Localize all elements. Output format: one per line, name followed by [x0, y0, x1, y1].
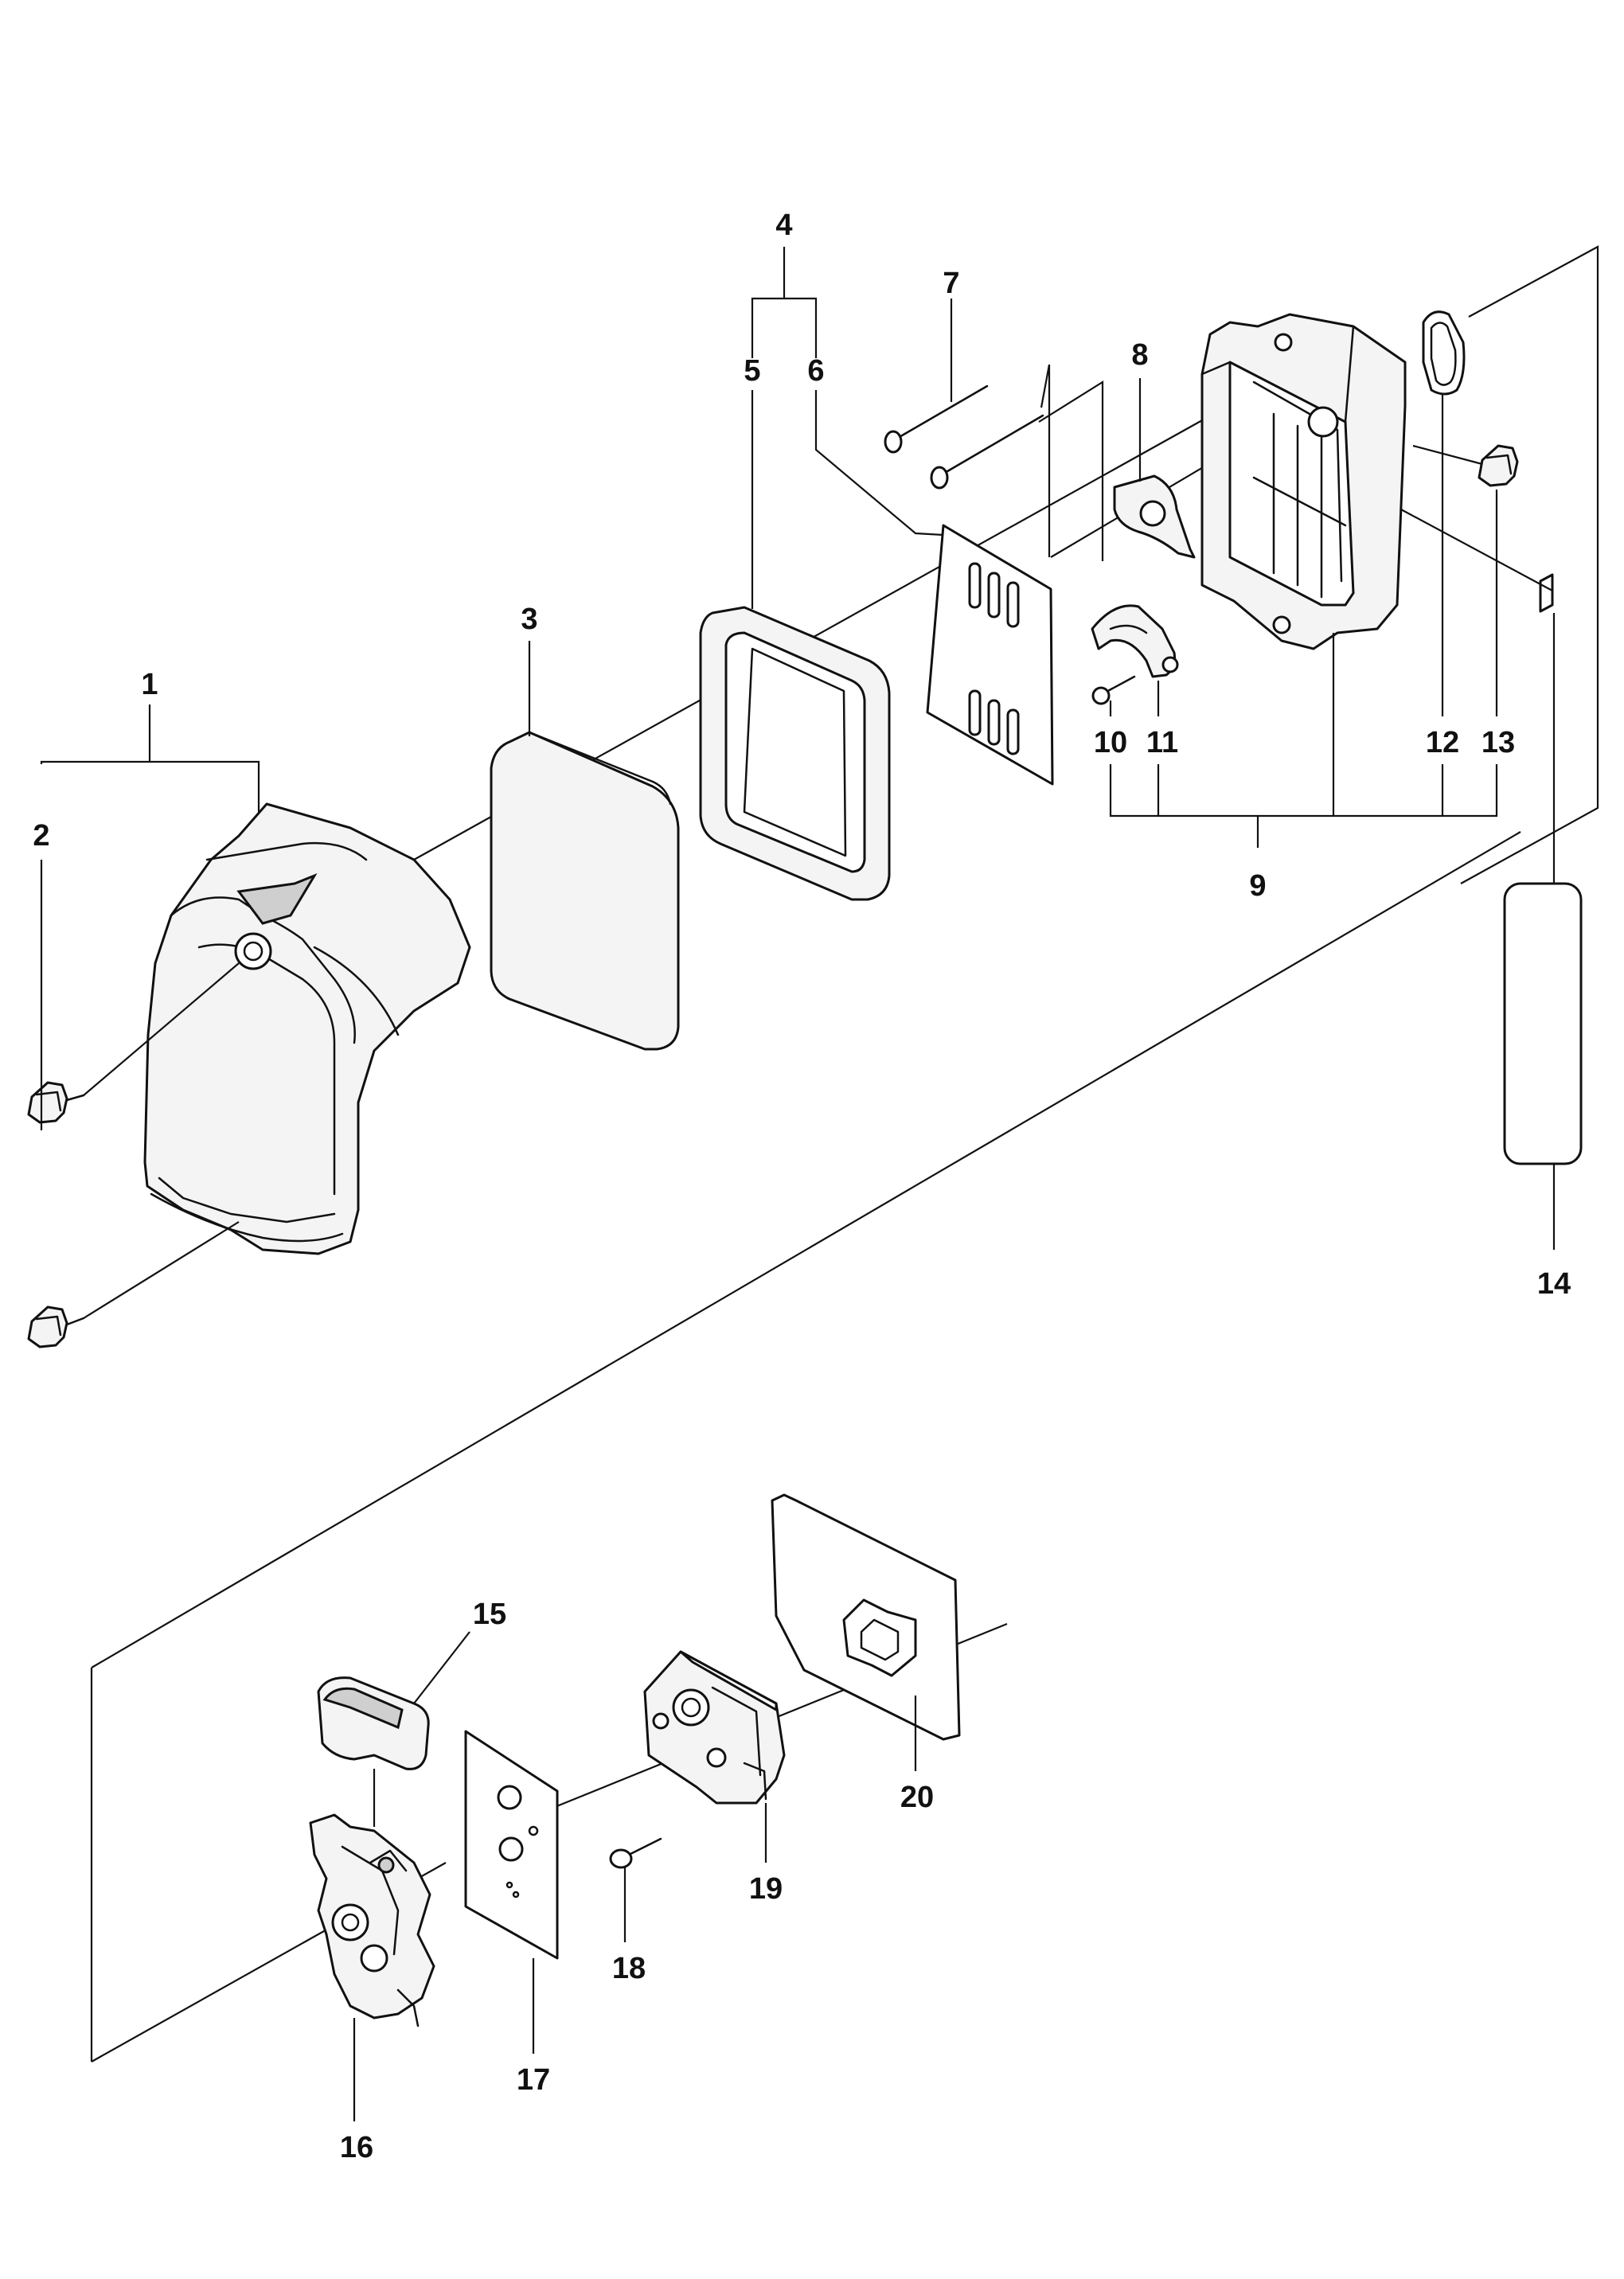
filter-housing — [1200, 313, 1407, 650]
callout-3: 3 — [521, 603, 537, 636]
callout-19: 19 — [749, 1872, 783, 1906]
screw-long-upper — [884, 384, 989, 454]
foam-filter — [490, 731, 680, 1051]
label-plate — [1503, 613, 1583, 1165]
callout-13: 13 — [1482, 726, 1515, 759]
callout-10: 10 — [1094, 726, 1127, 759]
callout-6: 6 — [807, 354, 824, 388]
choke-lever — [1113, 474, 1196, 559]
small-screw — [1091, 675, 1136, 705]
callout-7: 7 — [943, 267, 959, 300]
carburetor — [309, 1813, 435, 2121]
knob-lower — [27, 1305, 85, 1348]
knob-upper — [27, 1081, 85, 1124]
o-ring — [1422, 310, 1466, 396]
callout-17: 17 — [517, 2063, 550, 2097]
housing-knob — [1412, 444, 1519, 487]
callout-14: 14 — [1537, 1267, 1571, 1301]
callout-12: 12 — [1426, 726, 1459, 759]
callout-11: 11 — [1146, 726, 1178, 759]
carburetor-cap — [317, 1676, 430, 1827]
screen-slots-lower — [968, 689, 1020, 755]
callout-16: 16 — [340, 2131, 373, 2164]
air-filter-cover — [143, 802, 471, 1255]
callout-8: 8 — [1131, 338, 1148, 372]
decal-small — [1400, 509, 1554, 613]
callout-1: 1 — [141, 668, 158, 701]
screw-long-lower — [930, 414, 1044, 490]
callout-5: 5 — [744, 354, 760, 388]
bolt — [609, 1837, 662, 1942]
callout-18: 18 — [612, 1952, 646, 1985]
callout-4: 4 — [775, 209, 792, 242]
callout-9: 9 — [1249, 869, 1266, 903]
callout-15: 15 — [473, 1598, 506, 1631]
clamp-bracket — [1091, 604, 1179, 678]
callout-labels: 1 2 3 4 5 6 7 8 9 10 11 12 13 14 15 16 1… — [33, 209, 1571, 2164]
intake-manifold — [643, 1650, 786, 1863]
heat-shield-gasket — [771, 1493, 961, 1771]
callout-20: 20 — [900, 1781, 934, 1814]
callout-2: 2 — [33, 819, 49, 853]
filter-frame — [699, 606, 891, 901]
filter-screen — [926, 524, 1054, 786]
carburetor-gasket — [464, 1730, 559, 2054]
callout-leaders — [40, 247, 1556, 1704]
knob-axis-lines — [83, 962, 240, 1319]
screen-slots-upper — [968, 562, 1020, 628]
